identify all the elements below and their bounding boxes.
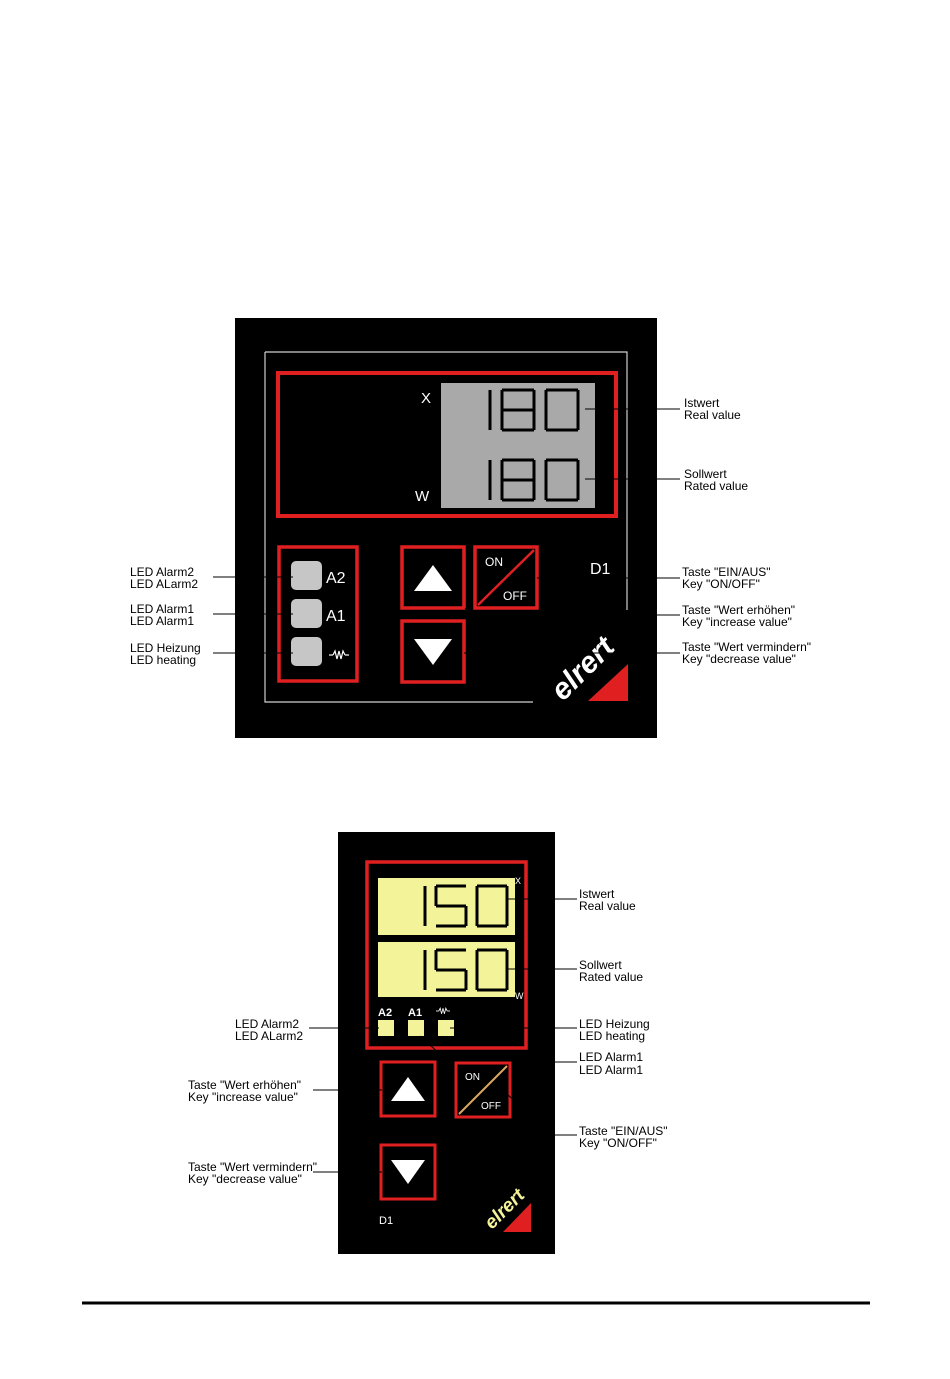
on-label: ON [485,555,503,569]
label-led-heating-en: LED heating [130,653,196,667]
label-led-alarm1-de: LED Alarm1 [579,1050,643,1064]
led-a2-label: A2 [326,570,346,587]
led-a1-label: A1 [408,1007,422,1019]
led-heating [291,637,322,666]
label-led-heating-de: LED Heizung [579,1017,650,1031]
label-key-decrease-en: Key "decrease value" [682,652,796,666]
controller-panel-small: X W A2 A1 ON OFF D1 elrert [338,832,555,1254]
large-panel-callouts [213,408,680,654]
label-real-value-en: Real value [684,408,741,422]
controller-panel-large: X W A2 A1 ON OFF D1 elrert [235,318,657,738]
label-key-decrease-en: Key "decrease value" [188,1172,302,1186]
label-key-increase-de: Taste "Wert erhöhen" [682,603,795,617]
label-led-alarm1-en: LED Alarm1 [579,1063,643,1077]
label-rated-value-de: Sollwert [684,467,727,481]
led-alarm2 [291,561,322,590]
seven-segment-digit [544,388,580,432]
display-w-label: W [415,488,430,505]
arrow-down-icon [391,1160,425,1184]
small-panel-callouts [309,898,577,1173]
on-off-button[interactable]: ON OFF [473,545,539,610]
on-off-button[interactable]: ON OFF [454,1061,512,1119]
display-screen [441,383,595,508]
seven-segment-digit [475,884,509,928]
display-real-value-digits [488,388,580,432]
label-led-alarm2-en: LED ALarm2 [130,577,198,591]
label-led-alarm1-en: LED Alarm1 [130,614,194,628]
label-key-onoff-en: Key "ON/OFF" [579,1136,657,1150]
display-rated-value-digits [488,458,580,502]
label-real-value-en: Real value [579,899,636,913]
increase-button[interactable] [400,545,466,610]
label-real-value-de: Istwert [579,887,615,901]
display-rated-value-digits [423,948,509,992]
arrow-up-icon [391,1077,425,1101]
led-alarm2 [378,1020,394,1036]
seven-segment-digit [544,458,580,502]
off-label: OFF [503,589,527,603]
seven-segment-digit [500,458,536,502]
label-rated-value-en: Rated value [579,970,643,984]
increase-button[interactable] [379,1060,437,1118]
display-frame [365,860,528,1050]
led-heating [438,1020,454,1036]
label-key-decrease-de: Taste "Wert vermindern" [188,1160,317,1174]
device-label: D1 [379,1215,393,1227]
display-x-label: X [515,876,521,886]
label-key-increase-en: Key "increase value" [682,615,792,629]
led-alarm1 [408,1020,424,1036]
panel-outline [265,351,628,610]
decrease-button[interactable] [379,1143,437,1201]
off-label: OFF [481,1101,501,1112]
large-panel-labels: Istwert Real value Sollwert Rated value … [130,396,811,667]
label-led-heating-de: LED Heizung [130,641,201,655]
label-led-alarm1-de: LED Alarm1 [130,602,194,616]
label-led-alarm2-en: LED ALarm2 [235,1029,303,1043]
small-panel-labels: Istwert Real value Sollwert Rated value … [188,887,668,1186]
label-rated-value-de: Sollwert [579,958,622,972]
label-real-value-de: Istwert [684,396,720,410]
label-rated-value-en: Rated value [684,479,748,493]
device-label: D1 [590,561,611,578]
label-key-increase-de: Taste "Wert erhöhen" [188,1078,301,1092]
decrease-button[interactable] [400,619,466,684]
seven-segment-digit [434,884,468,928]
label-key-decrease-de: Taste "Wert vermindern" [682,640,811,654]
label-led-heating-en: LED heating [579,1029,645,1043]
seven-segment-digit [475,948,509,992]
label-key-onoff-de: Taste "EIN/AUS" [682,565,771,579]
led-a1-label: A1 [326,608,346,625]
display-x-label: X [421,390,431,407]
on-label: ON [465,1072,480,1083]
label-led-alarm2-de: LED Alarm2 [235,1017,299,1031]
seven-segment-digit [500,388,536,432]
arrow-up-icon [414,565,452,591]
led-a2-label: A2 [378,1007,392,1019]
seven-segment-digit [434,948,468,992]
display-w-label: W [515,991,524,1001]
display-real-value-digits [423,884,509,928]
label-led-alarm2-de: LED Alarm2 [130,565,194,579]
label-key-onoff-de: Taste "EIN/AUS" [579,1124,668,1138]
arrow-down-icon [414,639,452,665]
label-key-onoff-en: Key "ON/OFF" [682,577,760,591]
led-alarm1 [291,599,322,628]
display-frame [276,371,618,518]
label-key-increase-en: Key "increase value" [188,1090,298,1104]
